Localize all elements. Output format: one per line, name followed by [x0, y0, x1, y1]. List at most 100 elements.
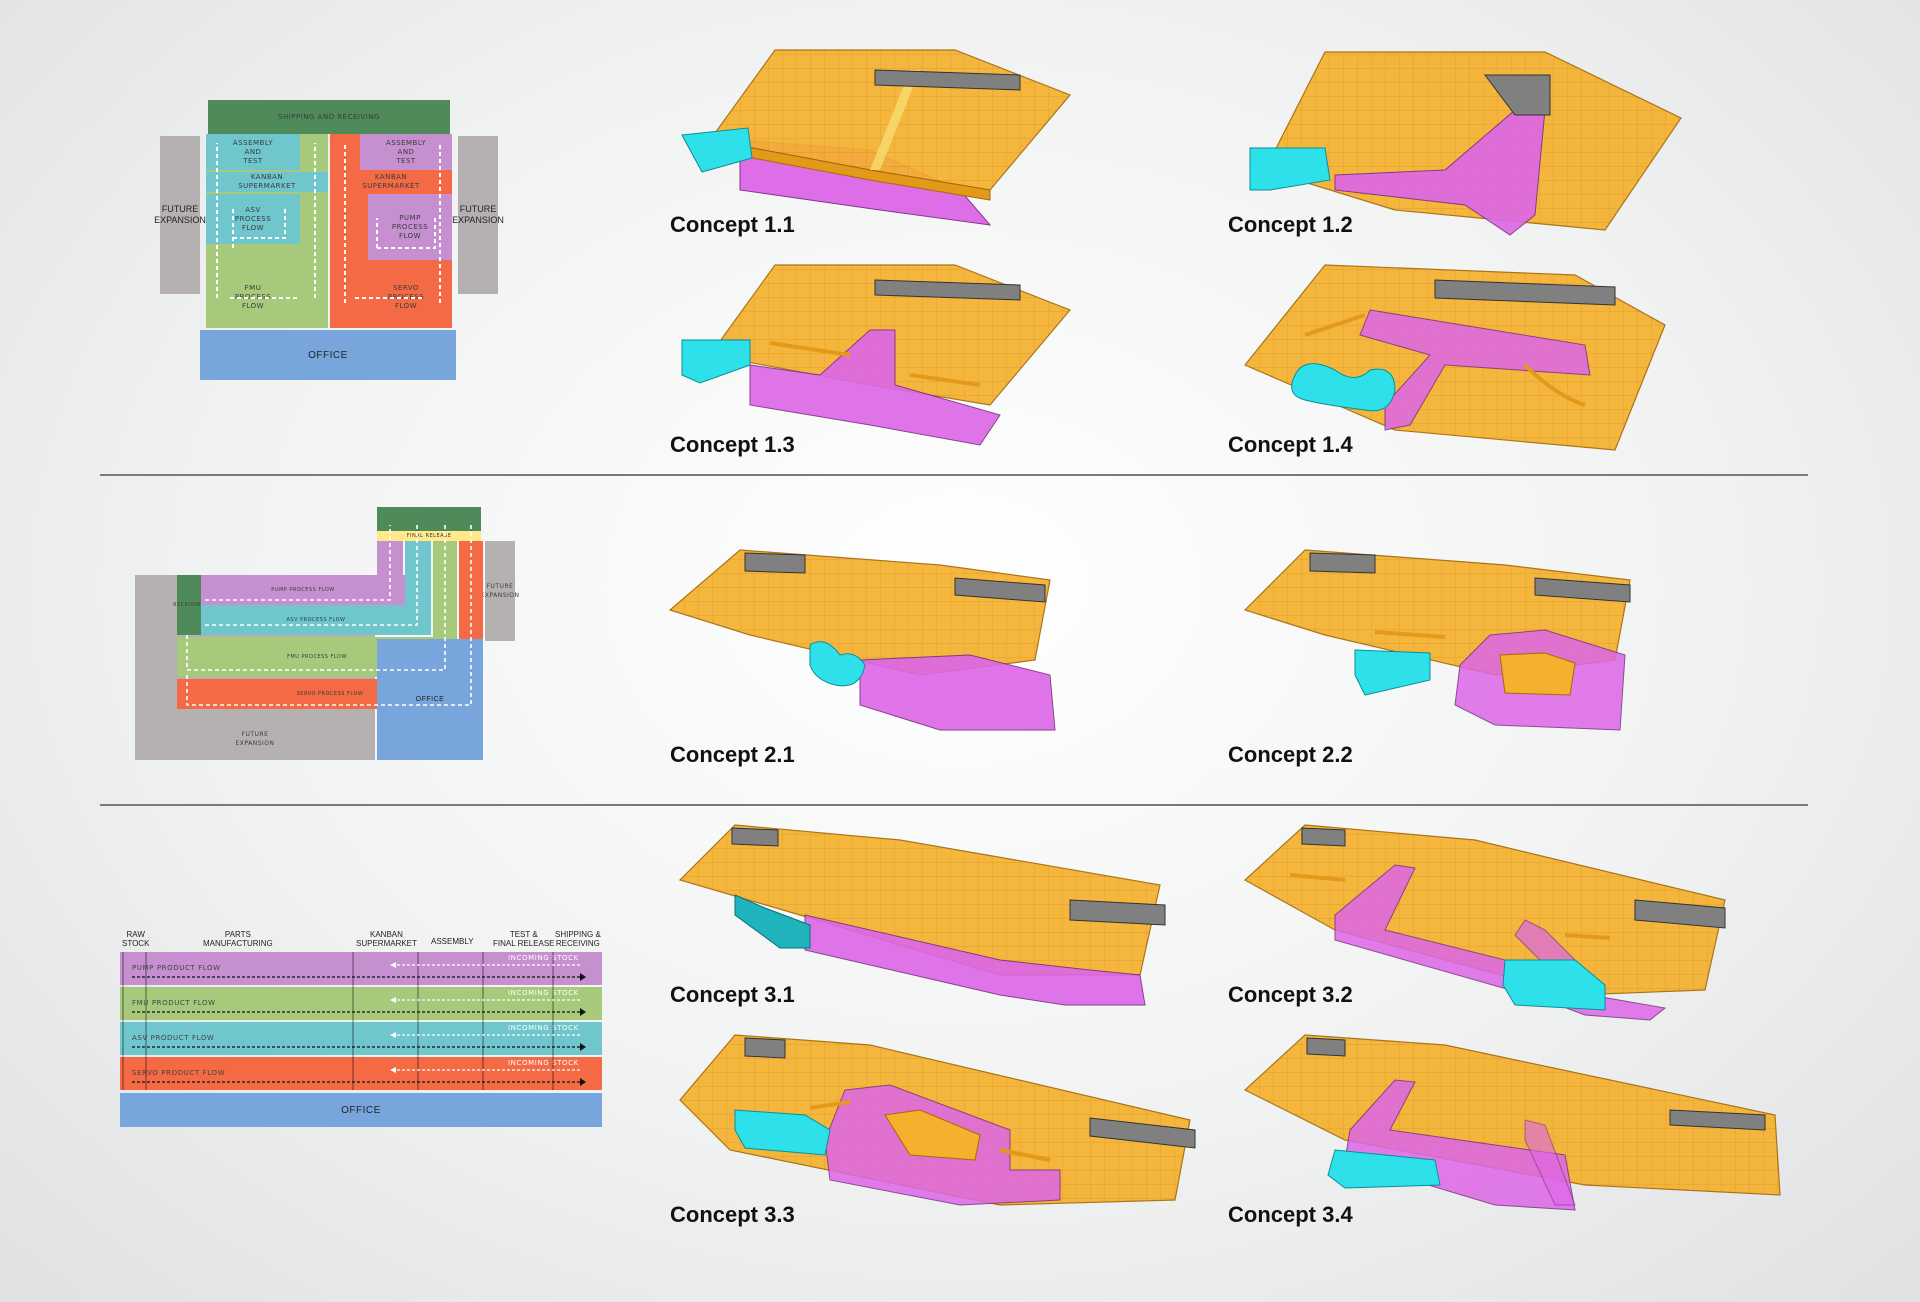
cyan-block — [1249, 147, 1331, 191]
zone-label: PUMP PROCESS FLOW — [271, 586, 335, 593]
roof-block — [1484, 74, 1551, 116]
concept-label-2-2: Concept 2.2 — [1228, 742, 1353, 767]
section-divider-1 — [100, 474, 1808, 476]
concept-label-1-3: Concept 1.3 — [670, 432, 795, 457]
roof-block — [744, 1037, 786, 1059]
flow-arrows — [122, 952, 586, 1090]
model-concept-3-4 — [1243, 1034, 1781, 1211]
roof-block-2 — [954, 577, 1046, 603]
model-concept-1-3 — [681, 264, 1071, 446]
concept-label-3-3: Concept 3.3 — [670, 1202, 795, 1227]
zone-label: KANBAN SUPERMARKET — [362, 173, 420, 190]
model-concept-2-1 — [668, 549, 1056, 731]
cyan-block — [1354, 649, 1431, 696]
plan2-column-asv — [405, 541, 431, 607]
cyan-block — [681, 339, 751, 384]
flow-label-servo: SERVO PRODUCT FLOW — [132, 1069, 226, 1077]
plan-diagram-2: FUTURE EXPANSION FUTURE EXPANSION RECEIV… — [135, 505, 520, 760]
magenta-block — [1359, 309, 1591, 431]
flow-arrow — [1304, 313, 1586, 407]
shipping-receiving-zone: SHIPPING AND RECEIVING — [208, 100, 450, 134]
roof-block — [1309, 552, 1376, 574]
cyan-block — [734, 1109, 831, 1156]
office-zone: OFFICE — [200, 330, 456, 380]
roof-block-2 — [1669, 1109, 1766, 1131]
zone-label: ASSEMBLY AND TEST — [232, 138, 274, 165]
zone-label: ASSEMBLY AND TEST — [385, 138, 427, 165]
zone-label: FMU PROCESS FLOW — [234, 283, 272, 310]
flow-arrow — [809, 1100, 1051, 1162]
roof-block — [1301, 827, 1346, 847]
servo-label-zone: SERVO PROCESS FLOW — [360, 268, 452, 326]
asv-product-flow-band — [120, 1022, 602, 1055]
zone-label: OFFICE — [341, 1104, 381, 1116]
zone-label: FUTURE EXPANSION — [154, 204, 206, 225]
cyan-block — [734, 894, 811, 949]
flow-arrow — [1289, 873, 1611, 940]
header-parts-manufacturing: PARTS MANUFACTURING — [203, 930, 273, 948]
kanban-right-zone: KANBAN SUPERMARKET — [330, 172, 452, 192]
zone-label: OFFICE — [415, 696, 445, 703]
header-kanban: KANBAN SUPERMARKET — [356, 930, 417, 948]
concept-label-3-4: Concept 3.4 — [1228, 1202, 1353, 1227]
roof-block — [1306, 1037, 1346, 1057]
roof-block-2 — [1534, 577, 1631, 603]
pump-zone: PUMP PROCESS FLOW — [368, 194, 452, 260]
zone-label: FUTURE EXPANSION — [480, 583, 520, 599]
zone-label: PUMP PROCESS FLOW — [391, 213, 429, 240]
zone-label: ASV PROCESS FLOW — [234, 205, 272, 232]
fmu-label-zone: FMU PROCESS FLOW — [206, 268, 300, 326]
office-band: OFFICE — [120, 1093, 602, 1127]
final-release-zone: FINAL RELEASE — [377, 531, 481, 541]
roof-block — [731, 827, 779, 847]
asv-flow-zone: ASV PROCESS FLOW — [201, 605, 431, 635]
zone-label: FMU PROCESS FLOW — [287, 653, 347, 660]
servo-product-flow-band — [120, 1057, 602, 1090]
assembly-right-zone: ASSEMBLY AND TEST — [360, 134, 452, 170]
magenta-block-2 — [1524, 1119, 1576, 1206]
receiving-zone: RECEIVING — [173, 575, 204, 635]
asv-zone: ASV PROCESS FLOW — [206, 194, 300, 244]
concept-label-1-4: Concept 1.4 — [1228, 432, 1353, 457]
concept-label-1-2: Concept 1.2 — [1228, 212, 1353, 237]
model-concept-2-2 — [1243, 549, 1631, 731]
roof-block — [874, 279, 1021, 301]
model-concept-3-2 — [1243, 824, 1726, 1021]
cyan-block — [809, 641, 866, 687]
model-concept-3-1 — [678, 824, 1166, 1006]
zone-label: SERVO PROCESS FLOW — [387, 283, 425, 310]
flow-arrow — [1374, 630, 1446, 639]
roof-block — [874, 69, 1021, 91]
zone-label: FUTURE EXPANSION — [452, 204, 504, 225]
model-concept-1-4 — [1244, 264, 1666, 451]
flow-label-pump: PUMP PRODUCT FLOW — [132, 964, 221, 972]
flow-label-asv: ASV PRODUCT FLOW — [132, 1034, 215, 1042]
section-divider-2 — [100, 804, 1808, 806]
magenta-block — [859, 654, 1056, 731]
incoming-stock-1: INCOMING STOCK — [508, 954, 579, 962]
incoming-stock-3: INCOMING STOCK — [508, 1024, 579, 1032]
roof-block-2 — [1634, 899, 1726, 929]
roof-block — [1434, 279, 1616, 306]
cyan-block — [1502, 959, 1606, 1011]
incoming-stock-4: INCOMING STOCK — [508, 1059, 579, 1067]
zone-label: FINAL RELEASE — [406, 532, 452, 539]
inner-courtyard — [884, 1109, 981, 1161]
cyan-block — [1291, 363, 1396, 412]
magenta-block — [804, 914, 1146, 1006]
zone-label: ASV PROCESS FLOW — [286, 616, 346, 623]
flow-arrows — [186, 525, 472, 706]
pump-product-flow-band — [120, 952, 602, 985]
zone-label: OFFICE — [308, 349, 348, 361]
warehouse-floor — [1243, 824, 1726, 996]
header-assembly: ASSEMBLY — [431, 937, 474, 946]
zone-label: KANBAN SUPERMARKET — [238, 173, 296, 190]
shipping-top-zone — [377, 507, 481, 531]
warehouse-divider — [870, 70, 920, 170]
inner-courtyard — [1499, 652, 1576, 696]
concept-label-2-1: Concept 2.1 — [670, 742, 795, 767]
warehouse-floor — [668, 549, 1051, 676]
warehouse-floor — [1243, 1034, 1781, 1196]
model-concept-1-1 — [681, 49, 1071, 226]
cyan-block — [1327, 1149, 1441, 1189]
